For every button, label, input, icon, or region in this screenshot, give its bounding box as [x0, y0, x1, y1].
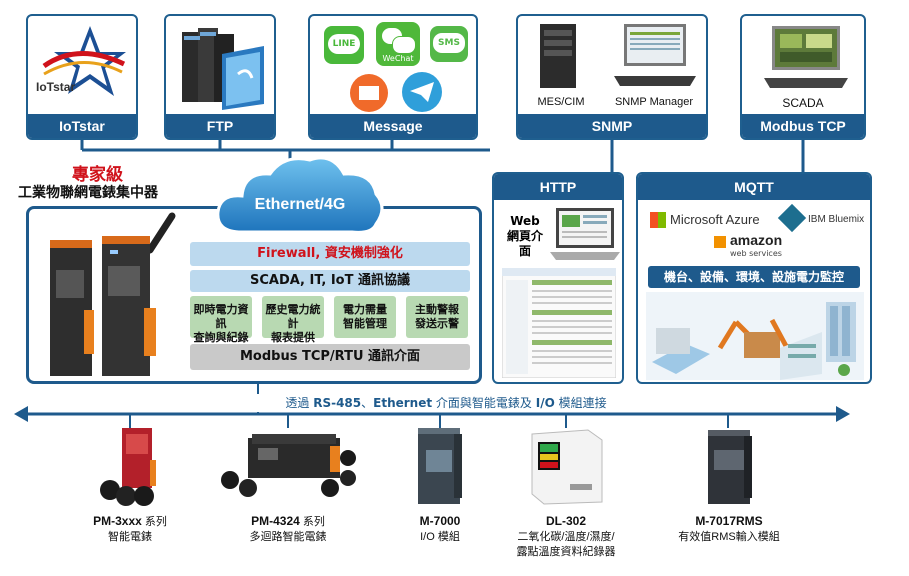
azure-logo-icon — [650, 212, 666, 228]
feature-alarm: 主動警報發送示警 — [406, 296, 468, 338]
monitor-banner: 機台、設備、環境、設施電力監控 — [648, 266, 860, 288]
sms-app-label: SMS — [433, 33, 465, 53]
feature-demand: 電力需量智能管理 — [334, 296, 396, 338]
cloud-label: Ethernet/4G — [254, 196, 346, 213]
m7017rms-device-icon — [708, 430, 752, 504]
message-title: Message — [310, 114, 476, 138]
snmp-manager-caption: SNMP Manager — [614, 96, 694, 108]
iotstar-star-icon — [42, 26, 126, 96]
modbus-tcp-title: Modbus TCP — [742, 114, 864, 138]
web-ui-screenshot — [502, 268, 616, 378]
snmp-title: SNMP — [518, 114, 706, 138]
factory-illustration — [646, 292, 864, 380]
pm4324-device-icon — [221, 434, 356, 497]
pm3xxx-device-icon — [100, 428, 156, 506]
feature-realtime: 即時電力資訊查詢與紀錄 — [190, 296, 252, 344]
amazon-label: amazon — [730, 232, 783, 248]
message-card: LINE WeChat SMS Message — [308, 14, 478, 140]
http-title: HTTP — [494, 174, 622, 200]
telegram-app-icon — [402, 72, 442, 112]
bus-label: 透過 RS-485、Ethernet 介面與智能電錶及 I/O 模組連接 — [236, 394, 656, 412]
line-app-label: LINE — [328, 34, 360, 54]
m7000-device-icon — [418, 428, 462, 504]
iotstar-logo-text: IoTstar — [36, 80, 76, 94]
scada-monitor-icon — [764, 26, 848, 88]
mqtt-card: MQTT Microsoft Azure IBM Bluemix amazon … — [636, 172, 872, 384]
amazon-sub-label: web services — [730, 249, 782, 258]
scada-caption: SCADA — [782, 96, 824, 110]
azure-label: Microsoft Azure — [670, 212, 760, 227]
snmp-monitor-icon — [614, 24, 696, 86]
concentrator-title-red: 專家級 — [72, 165, 123, 185]
ftp-card: FTP — [164, 14, 276, 140]
concentrator-title-black: 工業物聯網電錶集中器 — [18, 185, 158, 201]
line-app-icon: LINE — [324, 26, 364, 64]
feature-history: 歷史電力統計報表提供 — [262, 296, 324, 344]
laptop-icon — [550, 208, 620, 260]
pm3xxx-label: PM-3xxx 系列智能電錶 — [93, 514, 167, 543]
mes-cim-caption: MES/CIM — [537, 96, 585, 108]
aws-logo-icon — [714, 236, 726, 248]
wechat-app-icon: WeChat — [376, 22, 420, 66]
firewall-bar: Firewall, 資安機制強化 — [190, 242, 470, 266]
snmp-card: MES/CIM SNMP Manager SNMP — [516, 14, 708, 140]
ibm-logo-icon — [777, 203, 807, 233]
dl302-device-icon — [531, 429, 603, 505]
modbus-tcp-card: SCADA Modbus TCP — [740, 14, 866, 140]
sms-app-icon: SMS — [430, 26, 468, 62]
wechat-app-label: WeChat — [382, 54, 414, 63]
server-tower-icon — [540, 24, 576, 88]
pm4324-label: PM-4324 系列多迴路智能電錶 — [249, 514, 327, 543]
iotstar-title: IoTstar — [28, 114, 136, 138]
cloud-icon — [216, 156, 384, 234]
iotstar-card: IoTstar IoTstar — [26, 14, 138, 140]
ibm-label: IBM Bluemix — [808, 214, 865, 225]
mail-app-icon — [350, 74, 388, 112]
concentrator-device-icon — [50, 212, 176, 376]
ftp-server-icon — [182, 28, 264, 110]
modbus-rtu-bar: Modbus TCP/RTU 通訊介面 — [190, 344, 470, 370]
scada-protocol-bar: SCADA, IT, IoT 通訊協議 — [190, 270, 470, 292]
mqtt-title: MQTT — [638, 174, 870, 200]
ftp-title: FTP — [166, 114, 274, 138]
